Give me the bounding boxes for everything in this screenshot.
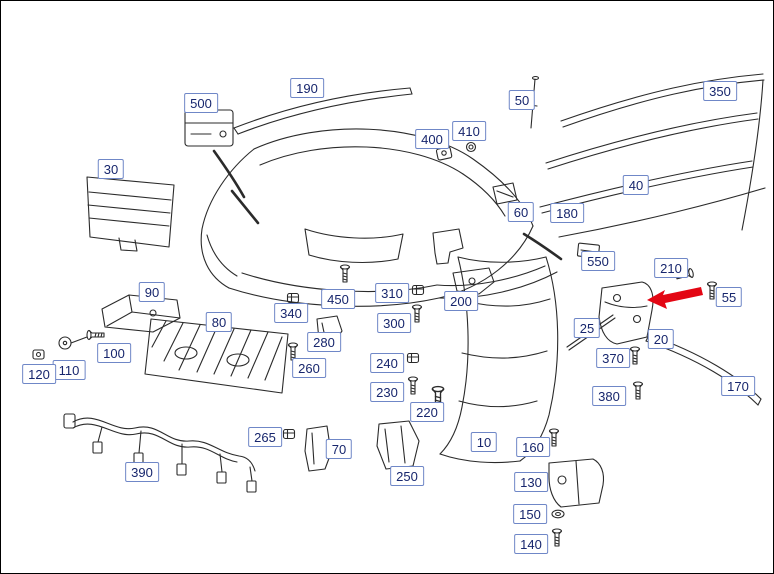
part-label-50[interactable]: 50 bbox=[508, 90, 536, 110]
part-label-170[interactable]: 170 bbox=[721, 376, 755, 396]
part-label-410[interactable]: 410 bbox=[452, 121, 486, 141]
part-label-180[interactable]: 180 bbox=[550, 203, 584, 223]
part-label-140[interactable]: 140 bbox=[514, 534, 548, 554]
part-label-380[interactable]: 380 bbox=[592, 386, 626, 406]
fastener-drawings bbox=[32, 75, 718, 547]
part-label-150[interactable]: 150 bbox=[513, 504, 547, 524]
seal-strips-drawing bbox=[212, 149, 563, 261]
part-label-40[interactable]: 40 bbox=[622, 175, 650, 195]
part-label-230[interactable]: 230 bbox=[370, 382, 404, 402]
part-label-120[interactable]: 120 bbox=[22, 364, 56, 384]
wiring-harness-drawing bbox=[63, 413, 257, 493]
part-label-190[interactable]: 190 bbox=[290, 78, 324, 98]
pointer-arrow bbox=[647, 287, 703, 309]
part-label-10[interactable]: 10 bbox=[470, 432, 498, 452]
part-label-25[interactable]: 25 bbox=[573, 318, 601, 338]
part-label-370[interactable]: 370 bbox=[596, 348, 630, 368]
part-label-130[interactable]: 130 bbox=[514, 472, 548, 492]
part-label-220[interactable]: 220 bbox=[410, 402, 444, 422]
part-label-310[interactable]: 310 bbox=[375, 283, 409, 303]
part-label-400[interactable]: 400 bbox=[415, 129, 449, 149]
part-label-80[interactable]: 80 bbox=[205, 312, 233, 332]
part-label-240[interactable]: 240 bbox=[370, 353, 404, 373]
part-label-100[interactable]: 100 bbox=[97, 343, 131, 363]
part-label-280[interactable]: 280 bbox=[307, 332, 341, 352]
part-label-350[interactable]: 350 bbox=[703, 81, 737, 101]
part-label-390[interactable]: 390 bbox=[125, 462, 159, 482]
top-trim-strip-drawing bbox=[233, 87, 413, 135]
part-label-70[interactable]: 70 bbox=[325, 439, 353, 459]
part-label-30[interactable]: 30 bbox=[97, 159, 125, 179]
part-label-340[interactable]: 340 bbox=[274, 303, 308, 323]
part-label-260[interactable]: 260 bbox=[292, 358, 326, 378]
part-label-450[interactable]: 450 bbox=[321, 289, 355, 309]
part-label-160[interactable]: 160 bbox=[516, 437, 550, 457]
part-label-200[interactable]: 200 bbox=[444, 291, 478, 311]
part-label-90[interactable]: 90 bbox=[138, 282, 166, 302]
side-panel-drawing bbox=[86, 176, 175, 252]
part-label-265[interactable]: 265 bbox=[248, 427, 282, 447]
part-label-550[interactable]: 550 bbox=[581, 251, 615, 271]
part-label-110[interactable]: 110 bbox=[52, 360, 86, 380]
part-label-60[interactable]: 60 bbox=[507, 202, 535, 222]
part-label-250[interactable]: 250 bbox=[390, 466, 424, 486]
part-label-500[interactable]: 500 bbox=[184, 93, 218, 113]
part-label-300[interactable]: 300 bbox=[377, 313, 411, 333]
part-label-20[interactable]: 20 bbox=[647, 329, 675, 349]
part-label-210[interactable]: 210 bbox=[654, 258, 688, 278]
impact-absorber-drawing bbox=[144, 318, 289, 394]
part-label-55[interactable]: 55 bbox=[715, 287, 743, 307]
